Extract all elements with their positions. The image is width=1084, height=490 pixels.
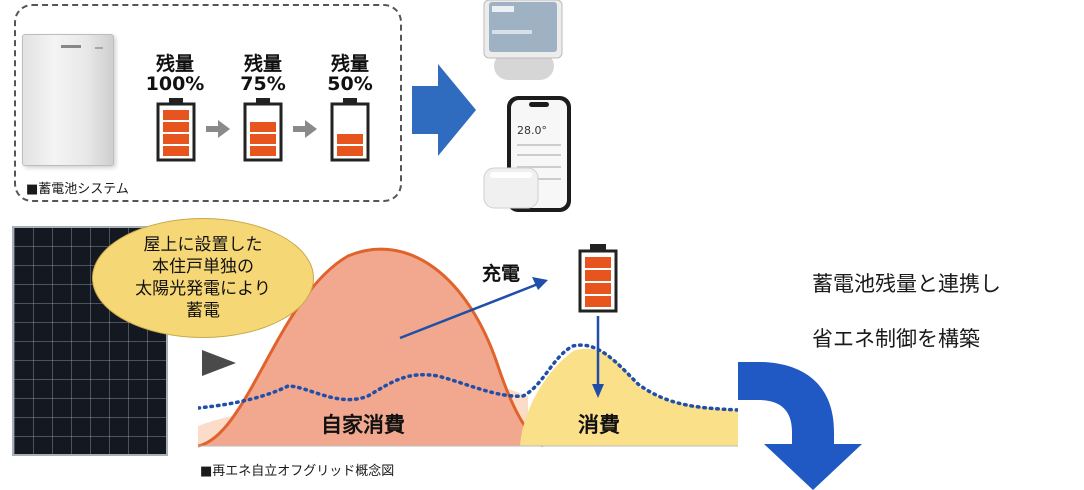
arrow-right-icon [293,120,317,138]
speech-bubble [92,218,314,338]
right-description-line1: 蓄電池残量と連携し [812,272,1001,296]
storage-battery-unit-image [22,34,114,166]
night-consumption-area [520,348,738,446]
blue-arrow-right-icon [412,64,476,156]
storage-system-caption: ■蓄電池システム [26,182,129,197]
chart-battery-icon [578,244,618,313]
right-description-line2: 省エネ制御を構築 [812,327,980,351]
solar-generation-area [198,249,543,446]
speech-bubble-text: 屋上に設置した 本住戸単独の 太陽光発電により 蓄電 [135,235,271,321]
charge-arrow [399,282,539,340]
battery-full-icon [156,98,196,162]
consumption-label: 消費 [578,413,620,437]
solar-panel-image [12,226,168,456]
phone-temperature-text: 28.0° [517,124,547,137]
play-triangle-icon [202,350,236,376]
storage-system-frame [14,4,402,202]
concept-diagram-caption: ■再エネ自立オフグリッド概念図 [200,464,395,479]
self-consumption-label: 自家消費 [321,413,405,437]
smart-remote-hub-image [483,167,539,209]
consumption-dotted-line [198,343,738,412]
blue-arrow-down-icon [738,362,862,490]
solar-generation-curve [198,247,544,448]
battery-50-icon [330,98,370,162]
charge-label: 充電 [482,262,520,285]
battery-75-icon [243,98,283,162]
arrow-right-icon [206,120,230,138]
smart-display-device-image [483,0,563,80]
